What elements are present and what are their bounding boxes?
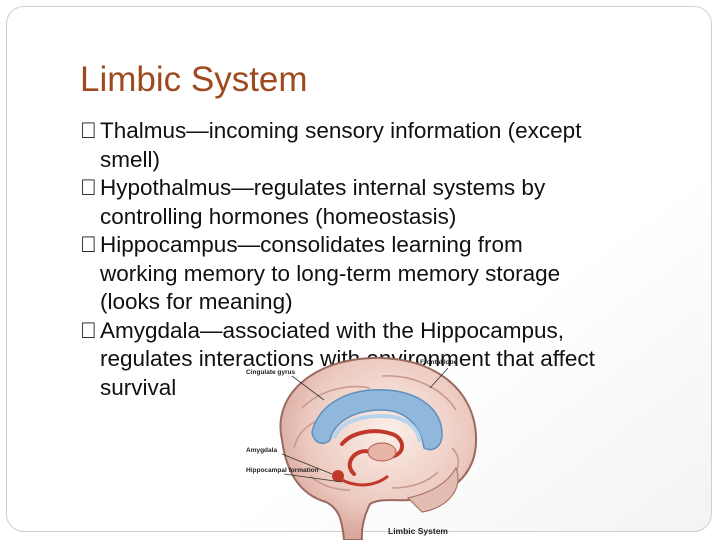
figure-caption: Limbic System <box>388 526 448 536</box>
bullet-line: controlling hormones (homeostasis) <box>100 203 457 229</box>
slide-title: Limbic System <box>80 60 308 99</box>
bullet-line: Amygdala—associated with the Hippocampus… <box>100 317 564 343</box>
label-leaders <box>281 367 449 483</box>
limbic-system-figure: Cingulate gyrus Frontal lobe Amygdala Hi… <box>246 356 478 540</box>
bullet-amygdala:  Amygdala—associated with the Hippocamp… <box>80 317 690 403</box>
label-amygdala: Amygdala <box>246 447 277 454</box>
bullet-line: survival <box>100 374 177 400</box>
bullet-marker-icon:  <box>80 117 97 146</box>
bullet-line: (looks for meaning) <box>100 289 293 314</box>
bullet-thalmus:  Thalmus—incoming sensory information (… <box>80 117 690 174</box>
label-cingulate-gyrus: Cingulate gyrus <box>246 369 296 376</box>
corpus-callosum <box>332 413 422 443</box>
amygdala-structure <box>332 470 344 482</box>
label-hippocampal-formation: Hippocampal formation <box>246 467 319 474</box>
bullet-hypothalmus:  Hypothalmus—regulates internal systems… <box>80 174 690 231</box>
thalamus <box>367 442 397 462</box>
bullet-hippocampus:  Hippocampus—consolidates learning from… <box>80 231 690 317</box>
cingulate-gyrus <box>311 389 443 451</box>
bullet-line: Hippocampus—consolidates learning from <box>100 232 523 257</box>
bullet-line: Hypothalmus—regulates internal systems b… <box>100 175 546 200</box>
bullet-list:  Thalmus—incoming sensory information (… <box>80 117 690 402</box>
cerebellum <box>406 466 459 513</box>
label-frontal-lobe: Frontal lobe <box>420 359 458 366</box>
hippocampus-structure <box>341 474 389 487</box>
bullet-line: Thalmus—incoming sensory information (ex… <box>100 118 582 143</box>
bullet-marker-icon:  <box>80 317 97 346</box>
bullet-marker-icon:  <box>80 231 97 260</box>
bullet-marker-icon:  <box>80 174 97 203</box>
bullet-line: smell) <box>100 146 160 172</box>
bullet-line: working memory to long-term memory stora… <box>100 260 561 286</box>
